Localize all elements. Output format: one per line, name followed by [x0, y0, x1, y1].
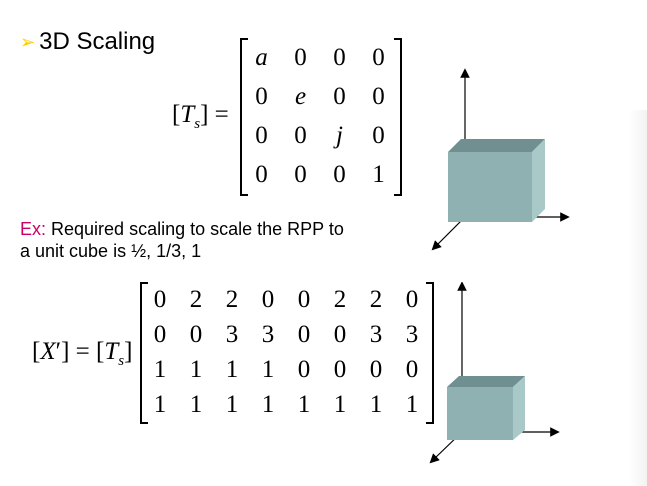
matrix-cell: 0: [255, 160, 268, 188]
slide-heading: ➢ 3D Scaling: [20, 28, 155, 56]
example-description: Required scaling to scale the RPP to a u…: [20, 219, 344, 261]
matrix-cell: 1: [153, 390, 167, 418]
arrow-bullet-icon: ➢: [20, 31, 36, 52]
matrix-cell: 1: [261, 390, 275, 418]
matrix-cell: 0: [294, 43, 307, 71]
symbol-t: T: [104, 338, 119, 365]
prime-mark: ′: [55, 338, 62, 365]
matrix-cell: 2: [333, 285, 347, 313]
bracket-close-equals: ] =: [200, 101, 229, 128]
symbol-t: T: [180, 101, 195, 128]
heading-text: 3D Scaling: [39, 28, 156, 55]
xprime-label: [X′] = [Ts]: [32, 338, 132, 370]
matrix-row: 0 0 0 1: [242, 155, 400, 194]
matrix-cell: 3: [405, 320, 419, 348]
matrix-row: 1 1 1 1 0 0 0 0: [142, 352, 432, 387]
matrix-cell: 2: [225, 285, 239, 313]
matrix-cell: 0: [333, 355, 347, 383]
matrix-cell: 0: [153, 285, 167, 313]
matrix-cell: 2: [189, 285, 203, 313]
ts-label: [Ts] =: [172, 101, 229, 133]
matrix-cell: 1: [189, 355, 203, 383]
bracket-close: ]: [124, 338, 133, 365]
matrix-row: 0 2 2 0 0 2 2 0: [142, 282, 432, 317]
symbol-x: X: [40, 338, 56, 365]
matrix-cell: 0: [333, 82, 346, 110]
matrix-row: a 0 0 0: [242, 38, 400, 77]
matrix-row: 0 0 3 3 0 0 3 3: [142, 317, 432, 352]
cube-side-face: [532, 139, 545, 222]
matrix-cell: 1: [225, 355, 239, 383]
bracket-open: [: [32, 338, 41, 365]
matrix-cell: 0: [294, 121, 307, 149]
matrix-cell: 0: [405, 355, 419, 383]
matrix-row: 0 0 j 0: [242, 116, 400, 155]
matrix-cell: 1: [333, 390, 347, 418]
cube-side-face: [513, 376, 525, 440]
matrix-cell: 2: [369, 285, 383, 313]
matrix-cell: 0: [372, 82, 385, 110]
subscript-s: s: [118, 353, 125, 369]
matrix-cell: 1: [153, 355, 167, 383]
matrix-cell: 0: [297, 320, 311, 348]
matrix-cell: a: [255, 43, 268, 71]
cube-front-face: [448, 152, 532, 222]
matrix-cell: 1: [225, 390, 239, 418]
cube-diagram-original: [431, 68, 570, 251]
matrix-cell: 0: [372, 121, 385, 149]
matrix-cell: 0: [255, 121, 268, 149]
matrix-cell: 1: [261, 355, 275, 383]
matrix-cell: 0: [333, 43, 346, 71]
matrix-cell: 0: [369, 355, 383, 383]
matrix-cell: 0: [294, 160, 307, 188]
cube-front-face: [447, 387, 513, 440]
matrix-cell: 0: [189, 320, 203, 348]
matrix-cell: 1: [372, 160, 385, 188]
matrix-cell: j: [336, 121, 343, 149]
matrix-cell: 0: [297, 355, 311, 383]
matrix-row: 0 e 0 0: [242, 77, 400, 116]
matrix-cell: 0: [153, 320, 167, 348]
matrix-cell: 0: [255, 82, 268, 110]
matrix-cell: 3: [225, 320, 239, 348]
cube-diagram-scaled: [429, 282, 560, 464]
matrix-cell: 0: [372, 43, 385, 71]
matrix-cell: 0: [333, 320, 347, 348]
slide-edge-shadow: [629, 110, 647, 486]
subscript-s: s: [194, 116, 201, 132]
matrix-cell: 1: [369, 390, 383, 418]
scaling-matrix: a 0 0 0 0 e 0 0 0 0 j 0 0 0 0 1: [240, 38, 402, 196]
matrix-cell: 1: [189, 390, 203, 418]
matrix-cell: e: [294, 82, 307, 110]
bracket-open: [: [172, 101, 181, 128]
matrix-cell: 0: [405, 285, 419, 313]
matrix-cell: 0: [333, 160, 346, 188]
matrix-cell: 3: [261, 320, 275, 348]
example-text: Ex: Required scaling to scale the RPP to…: [20, 218, 350, 262]
matrix-cell: 0: [297, 285, 311, 313]
cube-top-face: [447, 376, 525, 387]
example-label: Ex:: [20, 219, 47, 239]
matrix-cell: 0: [261, 285, 275, 313]
bracket-equals-bracket: ] = [: [61, 338, 105, 365]
matrix-cell: 3: [369, 320, 383, 348]
vertex-matrix: 0 2 2 0 0 2 2 0 0 0 3 3 0 0 3 3 1 1 1 1 …: [140, 282, 434, 424]
matrix-cell: 1: [405, 390, 419, 418]
cube-top-face: [448, 139, 545, 152]
matrix-row: 1 1 1 1 1 1 1 1: [142, 387, 432, 422]
matrix-cell: 1: [297, 390, 311, 418]
